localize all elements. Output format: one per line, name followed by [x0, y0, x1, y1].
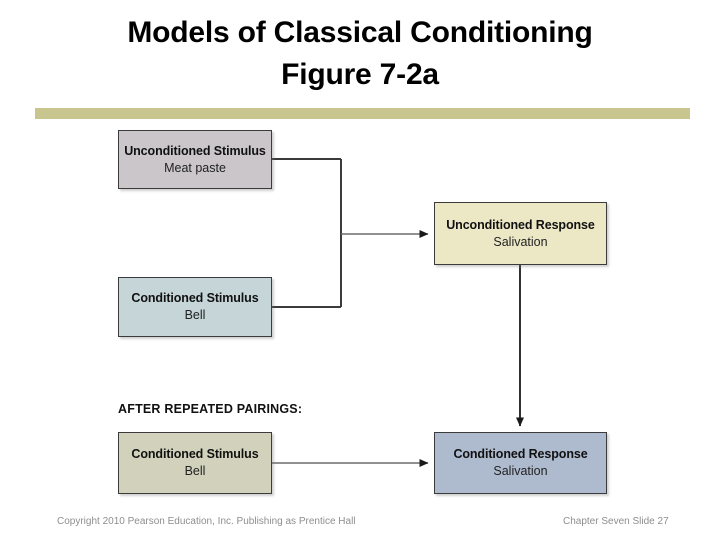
title-line-2: Figure 7-2a: [281, 58, 439, 91]
node-subtitle: Salivation: [493, 234, 548, 249]
node-subtitle: Salivation: [493, 464, 548, 478]
page-title: Models of Classical Conditioning Figure …: [0, 12, 720, 96]
node-conditioned-response[interactable]: Conditioned Response Salivation: [434, 432, 607, 494]
node-title: Conditioned Stimulus: [131, 291, 259, 305]
footer-slide-reference: Chapter Seven Slide 27: [563, 516, 669, 527]
title-line-1: Models of Classical Conditioning: [127, 16, 593, 49]
node-title: Unconditioned Response: [446, 217, 595, 232]
node-subtitle: Bell: [184, 308, 206, 322]
footer-copyright: Copyright 2010 Pearson Education, Inc. P…: [57, 516, 356, 527]
node-subtitle: Bell: [184, 464, 206, 478]
node-conditioned-stimulus-after[interactable]: Conditioned Stimulus Bell: [118, 432, 272, 494]
node-title: Conditioned Stimulus: [131, 447, 259, 461]
node-subtitle: Meat paste: [164, 160, 226, 175]
node-title: Unconditioned Stimulus: [124, 143, 266, 158]
accent-divider-bar: [35, 108, 690, 119]
node-unconditioned-response[interactable]: Unconditioned Response Salivation: [434, 202, 607, 265]
node-conditioned-stimulus[interactable]: Conditioned Stimulus Bell: [118, 277, 272, 337]
node-unconditioned-stimulus[interactable]: Unconditioned Stimulus Meat paste: [118, 130, 272, 189]
node-title: Conditioned Response: [453, 447, 588, 461]
after-repeated-pairings-label: AFTER REPEATED PAIRINGS:: [118, 402, 303, 416]
